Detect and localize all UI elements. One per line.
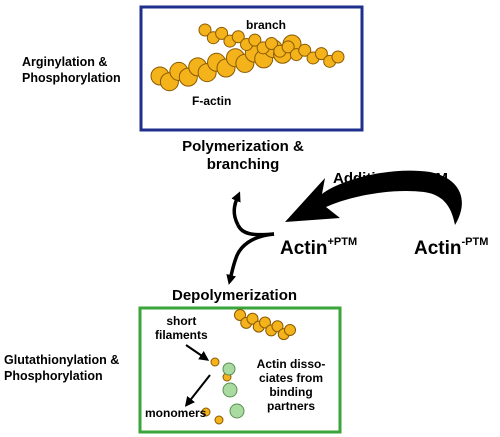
monomers-label: monomers <box>145 406 207 420</box>
branch-label: branch <box>246 18 287 32</box>
ptm-curved-arrow <box>285 170 462 225</box>
actin-plus-ptm: Actin+PTM <box>280 236 358 259</box>
top-panel-frame <box>139 5 364 132</box>
actin-branch-filament <box>198 23 345 68</box>
actin-monomer <box>201 407 211 417</box>
actin-monomer <box>214 415 224 425</box>
actin-subunit <box>331 50 345 64</box>
bottom-side-label: Glutathionylation & Phosphorylation <box>4 353 120 383</box>
actin-subunit <box>248 33 262 47</box>
short-filament-arrow <box>185 344 210 361</box>
polymerization-arrow <box>231 191 241 226</box>
addition-of-ptm-label: Addition of PTM <box>333 170 448 187</box>
dissociation-label: Actin disso- ciates from binding partner… <box>256 357 326 413</box>
binding-partner <box>222 362 236 376</box>
monomers-and-partners <box>201 357 245 425</box>
actin-subunit <box>271 320 284 333</box>
actin-subunit <box>215 26 229 40</box>
depolymerization-arrow <box>226 232 275 285</box>
top-side-label: Arginylation & Phosphorylation <box>22 55 121 85</box>
actin-subunit <box>231 30 245 44</box>
actin-subunit <box>284 324 296 336</box>
actin-subunit <box>281 40 295 54</box>
monomers-arrow <box>184 374 211 407</box>
actin-monomer <box>210 357 220 367</box>
bottom-panel-frame <box>138 306 342 434</box>
short-filaments-label: short filaments <box>155 314 208 342</box>
actin-subunit <box>259 316 271 329</box>
actin-subunit <box>314 47 328 61</box>
actin-subunit <box>298 43 312 57</box>
f-actin-label: F-actin <box>192 94 232 108</box>
actin-subunit <box>234 309 246 321</box>
short-filament <box>234 309 296 341</box>
binding-partner <box>229 403 245 419</box>
actin-subunit <box>198 23 212 37</box>
actin-subunit <box>246 312 259 325</box>
polymerization-heading: Polymerization & branching <box>182 138 304 173</box>
actin-minus-ptm: Actin-PTM <box>414 236 489 259</box>
depolymerization-heading: Depolymerization <box>172 287 298 304</box>
binding-partner <box>222 382 238 398</box>
actin-subunit <box>265 37 278 50</box>
